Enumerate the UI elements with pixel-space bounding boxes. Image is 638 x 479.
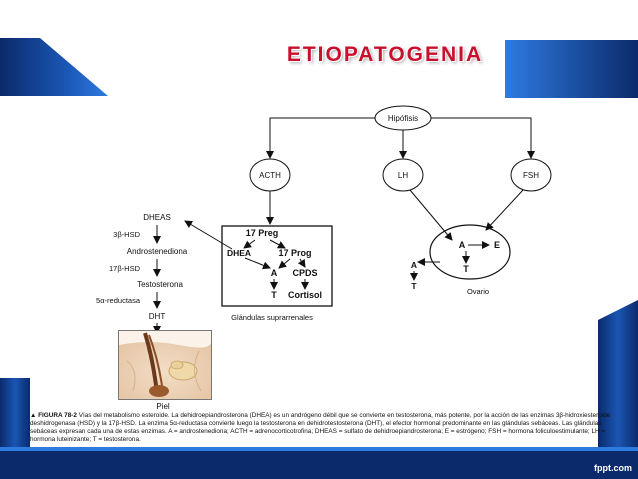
ovary-a: A — [459, 240, 466, 250]
skin-illustration — [118, 330, 212, 400]
left-enzyme3: 5α-reductasa — [96, 296, 141, 305]
adrenal-box — [221, 225, 333, 307]
fppt-logo: fppt.com — [594, 463, 632, 473]
adrenal-a: A — [271, 268, 278, 278]
left-enzyme2: 17β-HSD — [109, 264, 141, 273]
hair-follicle-image — [119, 331, 211, 399]
ovary-e: E — [494, 240, 500, 250]
adrenal-cpds: CPDS — [292, 268, 317, 278]
lh-node — [382, 158, 424, 192]
adrenal-preg17: 17 Preg — [246, 228, 279, 238]
ovary-label: Ovario — [467, 287, 489, 296]
figure-caption-text: Vías del metabolismo esteroide. La dehid… — [30, 412, 611, 443]
left-dheas: DHEAS — [143, 213, 171, 222]
adrenal-dhea: DHEA — [227, 248, 251, 258]
figure-label: ▲ FIGURA 78-2 — [30, 412, 77, 419]
ovary-side-a: A — [411, 260, 417, 270]
lh-label: LH — [398, 171, 408, 180]
left-androstenediona: Androstenediona — [127, 247, 188, 256]
left-enzyme1: 3β-HSD — [113, 230, 140, 239]
ovary-side-t: T — [411, 281, 417, 291]
adrenal-t: T — [271, 290, 277, 300]
left-dht: DHT — [149, 312, 166, 321]
adrenal-prog17: 17 Prog — [278, 248, 311, 258]
hipofisis-label: Hipófisis — [388, 114, 418, 123]
adrenal-cortisol: Cortisol — [288, 290, 322, 300]
slide-title: ETIOPATOGENIA — [286, 43, 484, 66]
acth-label: ACTH — [259, 171, 281, 180]
fsh-node — [510, 158, 552, 192]
figure-caption: ▲ FIGURA 78-2 Vías del metabolismo ester… — [30, 412, 630, 444]
fsh-label: FSH — [523, 171, 539, 180]
left-testosterona: Testosterona — [137, 280, 183, 289]
adrenal-label: Glándulas suprarrenales — [231, 313, 313, 322]
left-piel: Piel — [156, 402, 170, 411]
ovary-t: T — [463, 264, 469, 274]
ovary-node — [429, 224, 511, 280]
